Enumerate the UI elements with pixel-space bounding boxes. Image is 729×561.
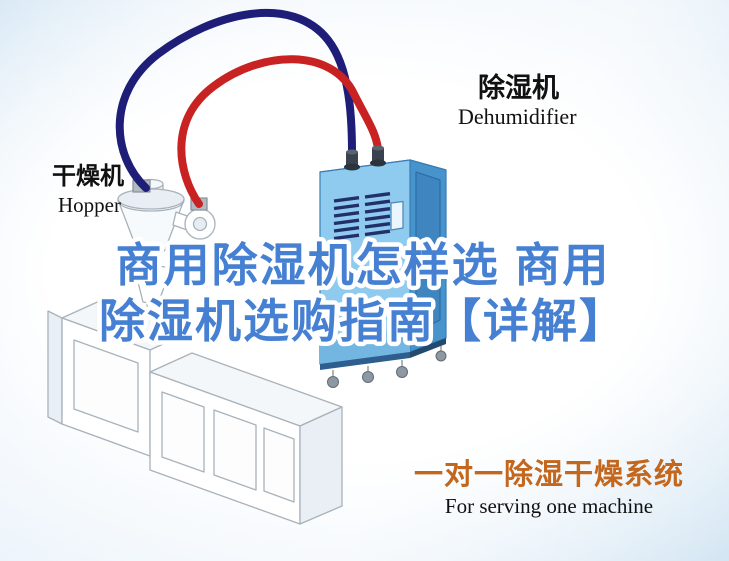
headline-line-2: 除湿机选购指南【详解】	[99, 295, 627, 347]
hopper-label-zh: 干燥机	[52, 163, 124, 190]
base-front	[320, 352, 410, 370]
connector-red	[372, 148, 384, 162]
top-connectors	[344, 145, 386, 171]
machine-door-panel-3	[263, 427, 295, 503]
machine-door-panel-2	[213, 409, 257, 491]
connector-navy	[346, 152, 358, 166]
machine-left-end-face	[47, 310, 63, 425]
connector-navy-base	[344, 163, 360, 171]
connector-red-top	[372, 145, 384, 151]
hopper-lid	[117, 188, 185, 210]
hose-return-navy	[115, 8, 356, 192]
control-panel	[390, 200, 404, 231]
machine-left-panel	[73, 339, 139, 433]
vent-grille-icon	[333, 192, 391, 241]
machine-right-end-face	[299, 406, 343, 525]
dehumidifier-label-en: Dehumidifier	[458, 104, 577, 129]
hopper-outlet-neck	[142, 254, 161, 269]
hopper-cone	[117, 199, 185, 256]
machine-feed-neck	[146, 303, 157, 319]
caption-en: For serving one machine	[445, 494, 653, 518]
connector-navy-top	[346, 149, 358, 155]
dehumidifier-label-zh: 除湿机	[478, 72, 559, 103]
connector-red-base	[370, 159, 386, 167]
caster-wheels	[327, 346, 447, 388]
caption-zh: 一对一除湿干燥系统	[414, 457, 684, 491]
base-side	[410, 338, 446, 358]
machine-door-panel-1	[161, 391, 205, 473]
hose-supply-red	[177, 55, 382, 208]
hopper-label-en: Hopper	[58, 193, 121, 217]
extruder-machine	[47, 261, 343, 525]
dehumidifier-unit	[319, 159, 447, 388]
side-service-door	[415, 171, 441, 333]
headline-line-1: 商用除湿机怎样选 商用	[116, 239, 611, 291]
blower-hub	[192, 216, 208, 232]
